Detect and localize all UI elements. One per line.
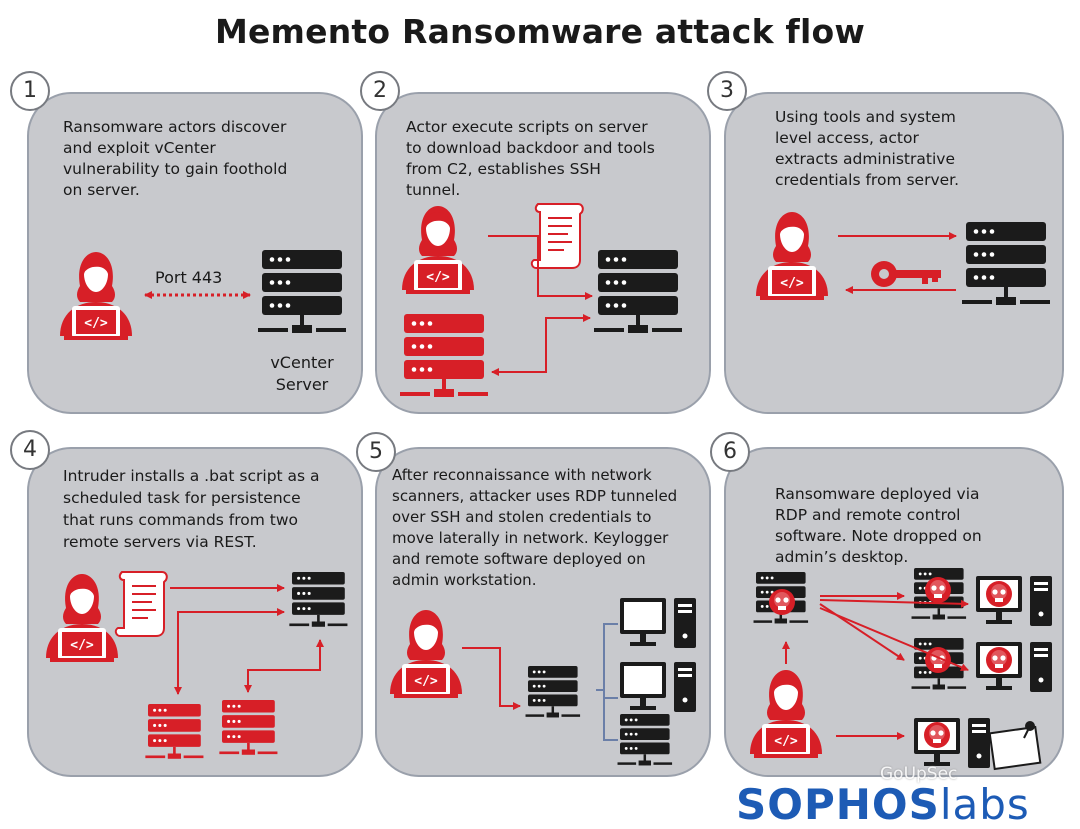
logo-part-2: labs xyxy=(939,780,1030,829)
step-4-number: 4 xyxy=(10,430,50,470)
diagram-title: Memento Ransomware attack flow xyxy=(214,12,866,51)
step-4-text: Intruder installs a .bat script as a sch… xyxy=(63,467,320,551)
attacker-icon xyxy=(750,670,822,758)
attacker-icon xyxy=(390,610,462,698)
attacker-icon xyxy=(60,252,132,340)
target-ws-2-icon xyxy=(976,642,1052,692)
watermark-text: GoUpSec xyxy=(880,764,958,784)
step-4-graphics xyxy=(46,571,348,759)
step-2-graphics xyxy=(400,203,682,397)
workstation-2-icon xyxy=(620,662,696,712)
remote-server-1-icon xyxy=(145,704,204,759)
attacker-icon xyxy=(756,212,828,300)
step-1-text: Ransomware actors discover and exploit v… xyxy=(63,118,288,199)
step-5-text: After reconnaissance with network scanne… xyxy=(392,466,678,589)
target-ws-1-icon xyxy=(976,576,1052,626)
step-5-graphics xyxy=(390,598,696,766)
step-3-number: 3 xyxy=(707,71,747,111)
step-3-graphics xyxy=(756,212,1050,305)
sophoslabs-logo: SOPHOSlabs xyxy=(736,780,1030,829)
c2-server-icon xyxy=(400,314,488,397)
server-icon xyxy=(525,666,581,718)
script-icon xyxy=(530,203,584,269)
server-icon xyxy=(258,250,346,333)
attacker-icon xyxy=(402,206,474,294)
attacker-icon xyxy=(46,574,118,662)
workstation-1-icon xyxy=(620,598,696,648)
step-3-text: Using tools and system level access, act… xyxy=(775,108,960,189)
step-1-number: 1 xyxy=(10,71,50,111)
server-icon xyxy=(594,250,682,333)
step-5-number: 5 xyxy=(356,432,396,472)
server-icon xyxy=(289,572,348,627)
step-6-number: 6 xyxy=(710,432,750,472)
step-2-number: 2 xyxy=(360,71,400,111)
script-icon xyxy=(114,571,168,637)
key-icon xyxy=(871,261,941,287)
server-2-icon xyxy=(617,714,673,766)
server-icon xyxy=(962,222,1050,305)
admin-workstation-icon xyxy=(914,718,990,768)
step-1-graphics xyxy=(60,250,346,340)
port-label: Port 443 xyxy=(155,268,223,287)
vcenter-server-label: vCenter Server xyxy=(270,353,334,394)
step-6-graphics xyxy=(750,568,1052,771)
step-2-text: Actor execute scripts on server to downl… xyxy=(406,118,655,199)
ransom-note-icon xyxy=(988,721,1042,771)
logo-part-1: SOPHOS xyxy=(736,780,940,829)
remote-server-2-icon xyxy=(219,700,278,755)
step-6-text: Ransomware deployed via RDP and remote c… xyxy=(775,485,982,566)
